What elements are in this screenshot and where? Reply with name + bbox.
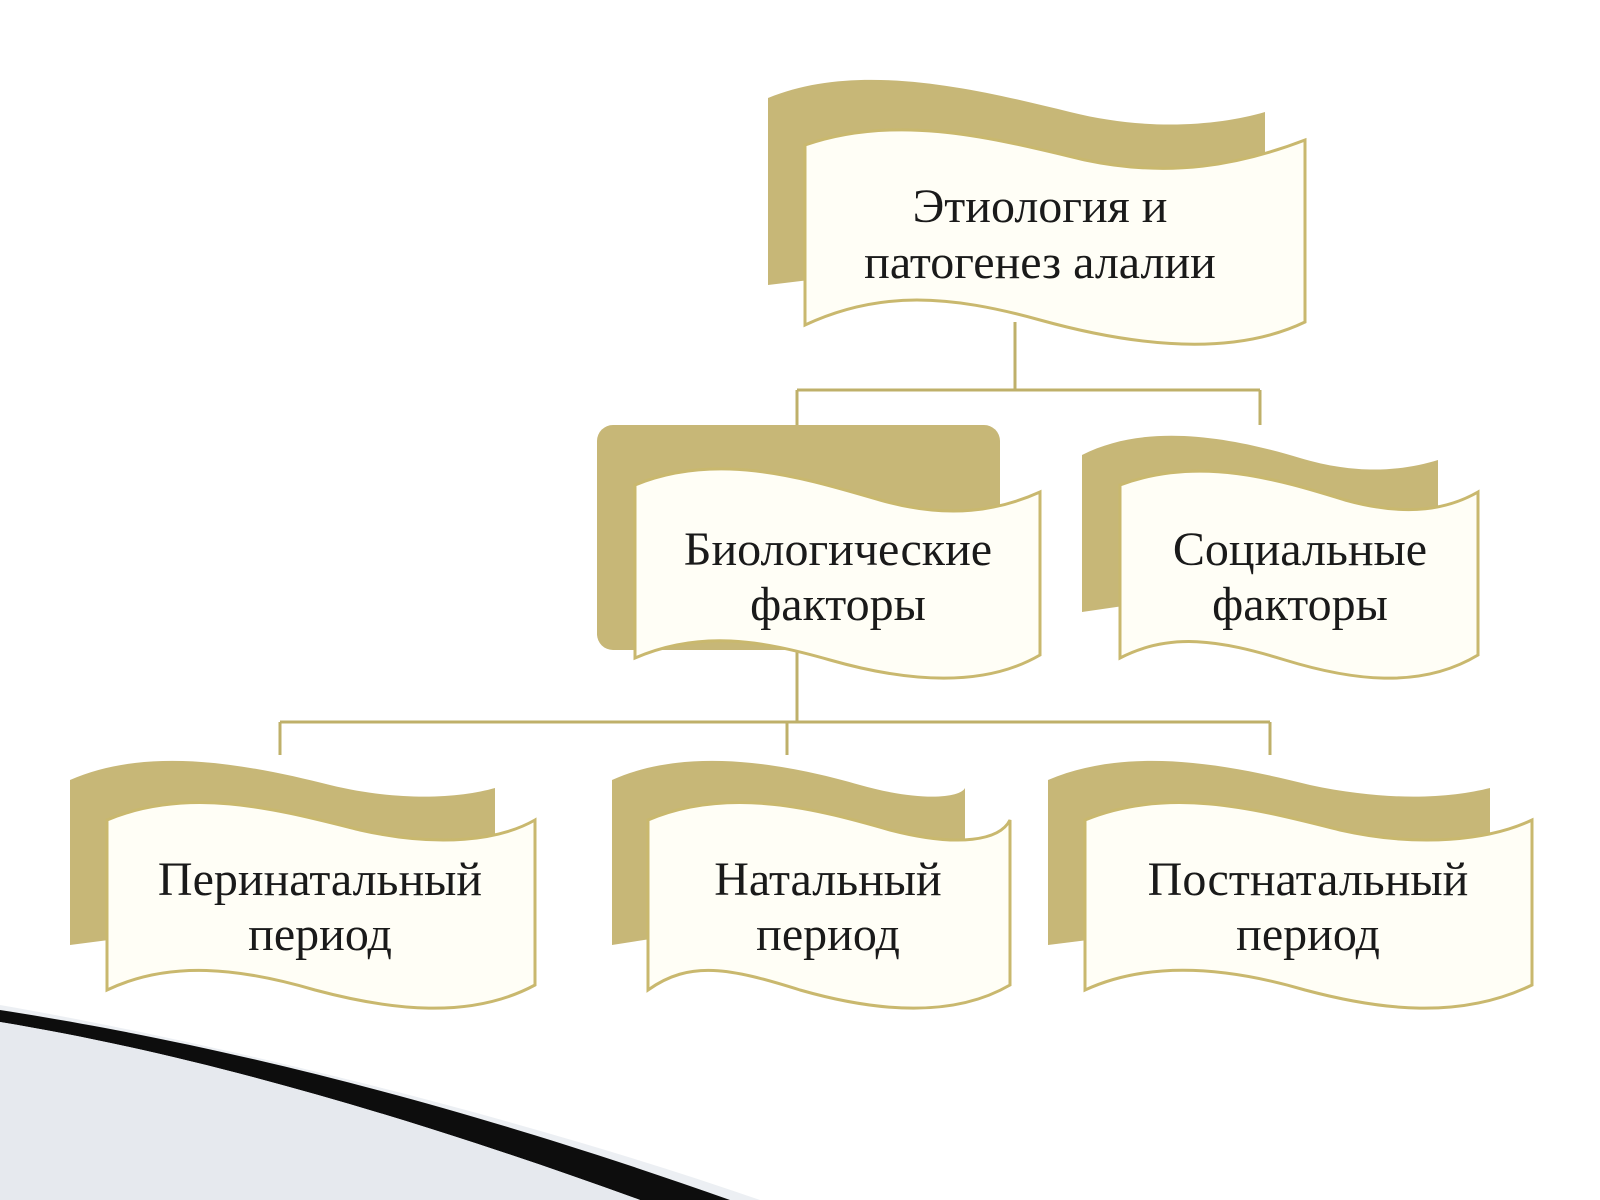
node-root[interactable]: Этиология и патогенез алалии xyxy=(768,79,1307,346)
banner-front xyxy=(1083,801,1534,1010)
node-label-line1: Постнатальный xyxy=(1148,853,1469,906)
node-social-factors[interactable]: Социальные факторы xyxy=(1082,435,1480,680)
node-natal-period[interactable]: Натальный период xyxy=(612,760,1012,1010)
banner-front xyxy=(646,801,1012,1010)
node-label-line2: факторы xyxy=(1212,578,1388,631)
node-label-line2: факторы xyxy=(750,578,926,631)
node-label-line2: период xyxy=(248,908,392,961)
node-postnatal-period[interactable]: Постнатальный период xyxy=(1048,760,1534,1010)
node-label-line2: патогенез алалии xyxy=(864,236,1216,289)
banner-front xyxy=(803,128,1307,346)
node-biological-factors[interactable]: Биологические факторы xyxy=(597,425,1042,680)
node-label-line1: Социальные xyxy=(1173,523,1427,576)
node-label-line1: Перинатальный xyxy=(158,853,482,906)
banner-front xyxy=(633,467,1042,680)
node-label-line1: Натальный xyxy=(714,853,941,906)
connectors xyxy=(278,322,1272,755)
slide-decoration xyxy=(0,1005,760,1200)
banner-front xyxy=(1118,469,1480,680)
node-perinatal-period[interactable]: Перинатальный период xyxy=(70,760,537,1010)
node-label-line1: Этиология и xyxy=(913,180,1168,233)
node-label-line1: Биологические xyxy=(684,523,992,576)
node-label-line2: период xyxy=(756,908,900,961)
banner-front xyxy=(105,801,537,1010)
node-label-line2: период xyxy=(1236,908,1380,961)
